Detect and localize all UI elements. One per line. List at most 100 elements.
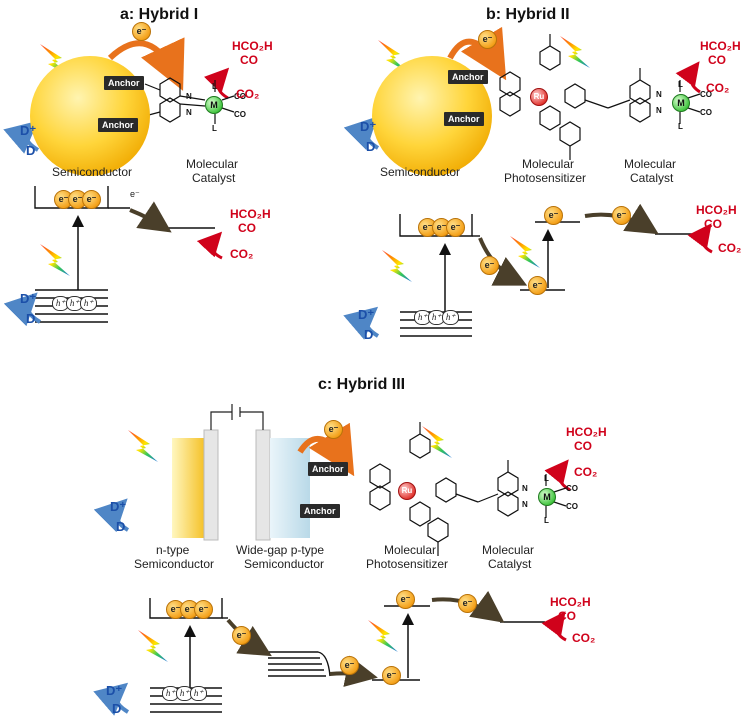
n-type-label-line1: n-type [156, 543, 190, 557]
n-type-semiconductor-slab [172, 438, 204, 538]
ligand-label: L [544, 516, 549, 525]
lightning-bolt-icon [368, 620, 398, 652]
catalyst-label-line2: Catalyst [630, 171, 674, 185]
electron-transfer-arrow [107, 37, 185, 91]
donor-oxidation-arrow [93, 682, 130, 716]
semiconductor-particle [30, 56, 150, 176]
lightning-bolt-icon [422, 426, 452, 458]
carbonyl-label: CO [700, 90, 712, 99]
donor: D [364, 327, 374, 342]
semiconductor-label: Semiconductor [52, 165, 133, 179]
donor: D [26, 311, 36, 326]
carbonyl-label: CO [234, 110, 246, 119]
metal-center: M [538, 488, 556, 506]
electron-icon: e⁻ [478, 30, 497, 49]
carbonyl-label: CO [566, 502, 578, 511]
hole-icon: h⁺ [80, 296, 97, 311]
product-formic-acid: HCO₂H [696, 203, 737, 217]
anchor-label: Anchor [448, 70, 488, 84]
electron-icon: e⁻ [458, 594, 477, 613]
ru-photosensitizer-ligands [499, 34, 701, 160]
donor-oxidation-arrow [3, 120, 40, 154]
reactant-co2: CO₂ [236, 87, 260, 101]
electron-icon: e⁻ [132, 22, 151, 41]
hole-icon: h⁺ [414, 310, 431, 325]
nitrogen-label: N [186, 108, 192, 117]
electron-icon: e⁻ [480, 256, 499, 275]
semiconductor-label: Semiconductor [380, 165, 461, 179]
ligand-label: L [678, 122, 683, 131]
reactant-co2: CO₂ [718, 241, 742, 255]
anchor-label: Anchor [98, 118, 138, 132]
electron-icon: e⁻ [446, 218, 465, 237]
electron-icon: e⁻ [382, 666, 401, 685]
photosensitizer-label-line2: Photosensitizer [366, 557, 449, 571]
co2-reduction-arrow [544, 459, 571, 492]
electron-icon: e⁻ [82, 190, 101, 209]
p-type-label-line2: Semiconductor [244, 557, 325, 571]
product-formic-acid: HCO₂H [230, 207, 271, 221]
donor: D [26, 143, 36, 158]
donor-oxidized: D⁺ [358, 307, 375, 322]
metal-center: M [672, 94, 690, 112]
donor-oxidized: D⁺ [110, 499, 127, 514]
product-formic-acid: HCO₂H [232, 39, 273, 53]
ruthenium-center: Ru [398, 482, 416, 500]
hole-icon: h⁺ [52, 296, 69, 311]
lightning-bolt-icon [382, 250, 412, 282]
reactant-co2: CO₂ [574, 465, 598, 479]
donor-oxidation-arrow [3, 292, 42, 327]
lightning-bolt-icon [560, 36, 590, 68]
co2-reduction-arrow [541, 611, 567, 642]
carbonyl-label: CO [566, 484, 578, 493]
co2-reduction-arrow [196, 231, 223, 260]
catalyst-label-line1: Molecular [186, 157, 239, 171]
electron-transfer-arrow [297, 422, 355, 477]
catalyst-label-line2: Catalyst [192, 171, 236, 185]
photosensitizer-label-line2: Photosensitizer [504, 171, 587, 185]
electron-icon: e⁻ [528, 276, 547, 295]
electron-icon: e⁻ [612, 206, 631, 225]
p-type-semiconductor-slab [270, 438, 310, 538]
product-co: CO [574, 439, 592, 453]
nitrogen-label: N [186, 92, 192, 101]
bipyridine-ligand [144, 77, 235, 124]
electron-icon: e⁻ [194, 600, 213, 619]
electron-icon: e⁻ [396, 590, 415, 609]
hole-icon: h⁺ [442, 310, 459, 325]
photosensitizer-label-line1: Molecular [384, 543, 437, 557]
electron-label: e⁻ [130, 189, 140, 199]
lightning-bolt-icon [128, 430, 158, 462]
product-co: CO [558, 609, 576, 623]
ru-photosensitizer-ligands-c [369, 422, 567, 556]
electron-icon: e⁻ [232, 626, 251, 645]
anchor-label: Anchor [104, 76, 144, 90]
lightning-bolt-icon [40, 244, 70, 276]
reactant-co2: CO₂ [230, 247, 254, 261]
electron-icon: e⁻ [544, 206, 563, 225]
hole-icon: h⁺ [190, 686, 207, 701]
photosensitizer-label-line1: Molecular [522, 157, 575, 171]
donor: D [366, 139, 376, 154]
external-circuit [210, 404, 264, 430]
n-type-electrode [203, 429, 219, 541]
carbonyl-label: CO [700, 108, 712, 117]
nitrogen-label: N [522, 484, 528, 493]
donor: D [116, 519, 126, 534]
donor-oxidation-arrow [343, 116, 380, 151]
catalyst-label-line2: Catalyst [488, 557, 532, 571]
anchor-label: Anchor [308, 462, 348, 476]
product-formic-acid: HCO₂H [566, 425, 607, 439]
reactant-co2: CO₂ [706, 81, 730, 95]
product-co: CO [708, 53, 726, 67]
donor: D [112, 701, 122, 716]
anchor-label: Anchor [300, 504, 340, 518]
ligand-label: L [544, 474, 549, 483]
metal-center: M [205, 96, 223, 114]
p-type-electrode [255, 429, 271, 541]
panel-c-title: c: Hybrid III [318, 376, 406, 393]
anchor-label: Anchor [444, 112, 484, 126]
nitrogen-label: N [656, 90, 662, 99]
donor-oxidized: D⁺ [360, 119, 377, 134]
